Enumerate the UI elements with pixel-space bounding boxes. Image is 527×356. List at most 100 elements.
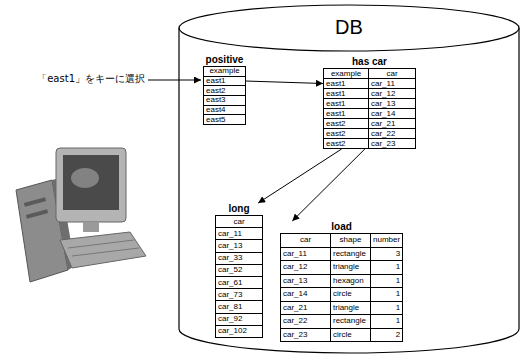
table-row: east3: [204, 96, 246, 106]
table-cell: car_52: [218, 265, 242, 274]
column-header: car: [233, 217, 244, 226]
table-cell-box: east1: [324, 79, 369, 89]
table-cell-box: east4: [204, 105, 246, 115]
table-row: example car: [324, 69, 416, 79]
table-cell-box: car_33: [216, 252, 263, 264]
table-cell-box: car: [369, 69, 416, 79]
table-cell: circle: [333, 330, 352, 339]
table-row: car_14circle1: [281, 288, 403, 302]
table-cell-box: car_73: [216, 289, 263, 301]
table-cell: car_33: [218, 253, 242, 262]
table-row: car_92: [216, 313, 263, 325]
table-row: east2 car_23: [324, 139, 416, 149]
table-cell-box: car_81: [216, 301, 263, 313]
table-cell-box: 1: [371, 301, 403, 315]
table-cell: car_61: [218, 278, 242, 287]
table-cell-box: car: [216, 216, 263, 228]
table-cell: east1: [206, 76, 226, 85]
database-cylinder: DBpositiveexampleeast1east2east3east4eas…: [178, 3, 520, 355]
table-cell-box: number: [371, 234, 403, 248]
table-row: east1car_12: [324, 89, 416, 99]
table-cell-box: car_11: [281, 247, 331, 261]
table-cell: rectangle: [333, 249, 366, 258]
data-table: examplecareast1car_11east1car_12east1car…: [323, 68, 416, 149]
table-cell: car_23: [283, 330, 307, 339]
table-cell: car_11: [283, 249, 307, 258]
table-row: east1car_14: [324, 109, 416, 119]
table-cell: car_21: [283, 303, 307, 312]
table-cell: east2: [206, 86, 226, 95]
table-cell: east1: [326, 79, 346, 88]
table-row: east2car_21: [324, 119, 416, 129]
table-cell-box: east1: [324, 109, 369, 119]
table-row: car_23 circle 2: [281, 328, 403, 342]
table-cell-box: car_61: [216, 276, 263, 288]
table-cell: 1: [396, 262, 400, 271]
table-cell-box: east1: [324, 89, 369, 99]
table-cell: east1: [326, 99, 346, 108]
table-cell-box: car_12: [281, 261, 331, 275]
table-cell-box: car_21: [281, 301, 331, 315]
table-row: car_12 triangle 1: [281, 261, 403, 275]
table-title: positive: [203, 54, 246, 66]
table-cell-box: example: [324, 69, 369, 79]
table-cell-box: car_52: [216, 264, 263, 276]
table-cell-box: triangle: [331, 261, 371, 275]
table-row: car_13 hexagon 1: [281, 274, 403, 288]
table-row: car_21triangle1: [281, 301, 403, 315]
db-table: positiveexampleeast1east2east3east4east5: [203, 54, 246, 125]
table-row: east1car_11: [324, 79, 416, 89]
table-cell-box: 1: [371, 288, 403, 302]
table-cell-box: shape: [331, 234, 371, 248]
table-cell-box: 3: [371, 247, 403, 261]
db-table: loadcar shape number car_11 rectangle 3 car_12…: [280, 221, 403, 342]
table-cell-box: rectangle: [331, 315, 371, 329]
table-row: car shape number: [281, 234, 403, 248]
table-row: car_33: [216, 252, 263, 264]
table-cell-box: east2: [324, 119, 369, 129]
cylinder-body: [179, 28, 519, 353]
table-cell: east5: [206, 115, 226, 124]
table-row: east4: [204, 105, 246, 115]
table-cell-box: east2: [324, 129, 369, 139]
table-cell: car_13: [218, 241, 242, 250]
table-cell-box: east2: [204, 86, 246, 96]
connector-arrow: [258, 149, 341, 203]
column-header: car: [386, 69, 397, 78]
table-cell: 3: [396, 249, 400, 258]
table-cell: car_14: [283, 289, 307, 298]
table-cell: car_73: [218, 290, 242, 299]
table-row: car_22rectangle1: [281, 315, 403, 329]
column-header: example: [331, 69, 361, 78]
table-cell-box: car_22: [281, 315, 331, 329]
table-cell: car_14: [371, 109, 395, 118]
data-table: car car_11car_13 car_33 car_52 car_61 car_73c…: [215, 215, 263, 338]
table-cell: east2: [326, 119, 346, 128]
table-cell-box: east5: [204, 115, 246, 125]
table-cell-box: hexagon: [331, 274, 371, 288]
table-cell: car_12: [283, 262, 307, 271]
table-title: load: [280, 221, 403, 233]
table-cell-box: car_14: [369, 109, 416, 119]
table-cell-box: car_22: [369, 129, 416, 139]
table-cell-box: rectangle: [331, 247, 371, 261]
table-row: east1 car_13: [324, 99, 416, 109]
table-row: car: [216, 216, 263, 228]
table-cell-box: car: [281, 234, 331, 248]
table-cell-box: car_14: [281, 288, 331, 302]
table-row: car_11: [216, 228, 263, 240]
table-cell-box: east2: [324, 139, 369, 149]
column-header: shape: [340, 235, 362, 244]
table-cell-box: 2: [371, 328, 403, 342]
connector-arrow: [246, 81, 323, 83]
table-cell-box: car_23: [369, 139, 416, 149]
table-row: east2: [204, 86, 246, 96]
table-cell: car_13: [283, 276, 307, 285]
column-header: example: [209, 66, 239, 75]
table-cell: east2: [326, 139, 346, 148]
table-cell: 1: [396, 276, 400, 285]
table-cell: triangle: [333, 262, 359, 271]
table-cell-box: car_13: [369, 99, 416, 109]
